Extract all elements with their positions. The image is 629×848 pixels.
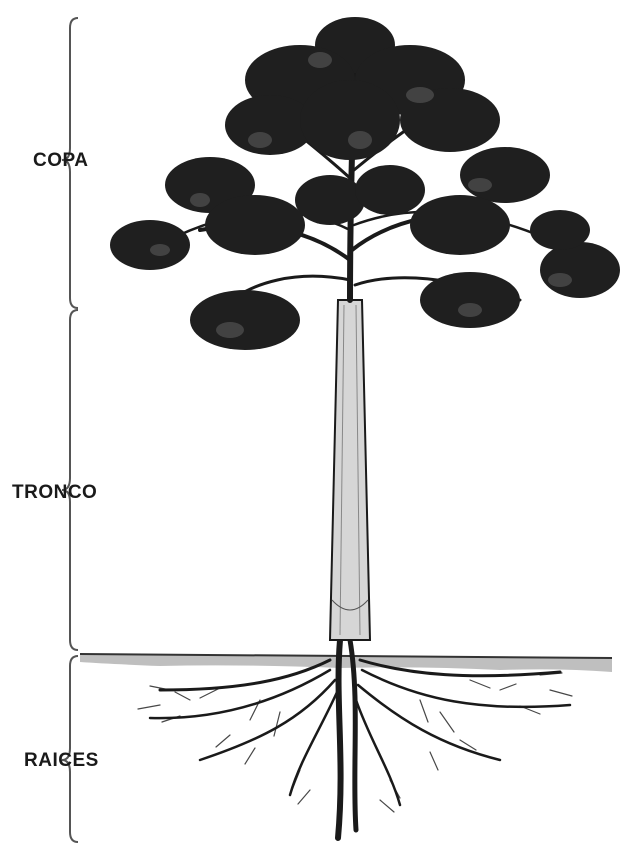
brace-tronco: [61, 309, 79, 651]
trunk: [328, 299, 372, 641]
brace-raices: [61, 655, 79, 843]
ground: [79, 653, 613, 672]
brace-group: [61, 17, 79, 843]
label-tronco: TRONCO: [12, 482, 98, 503]
brace-copa: [61, 17, 79, 309]
label-copa: COPA: [33, 150, 89, 171]
label-raices: RAICES: [24, 750, 99, 771]
canopy: [110, 17, 620, 350]
canopy-highlights: [150, 52, 572, 338]
roots: [137, 637, 573, 841]
